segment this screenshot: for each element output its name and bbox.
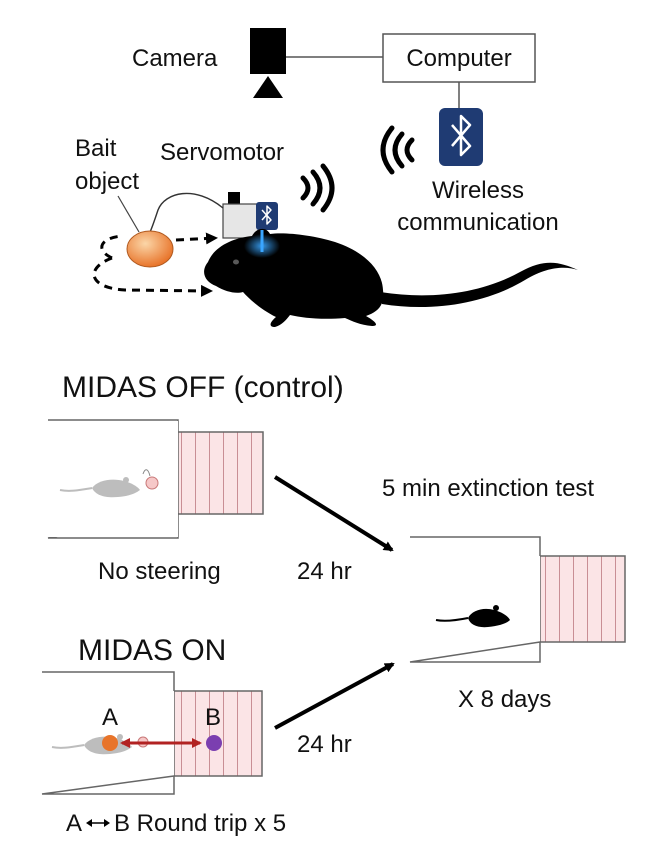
midas-on-title: MIDAS ON xyxy=(78,634,226,667)
wireless-label-line2: communication xyxy=(397,209,558,236)
midas-off-delay: 24 hr xyxy=(297,558,352,585)
bait-label-line1: Bait xyxy=(75,135,117,162)
midas-on-delay: 24 hr xyxy=(297,731,352,758)
arrow-on-to-test xyxy=(274,662,395,730)
test-arena xyxy=(409,536,626,663)
test-repeat: X 8 days xyxy=(458,686,551,713)
wireless-waves-right-icon xyxy=(300,163,335,213)
wireless-waves-left-icon xyxy=(380,125,415,175)
midas-on-arena xyxy=(41,671,263,795)
computer-label: Computer xyxy=(406,45,511,72)
dashed-arrow-top xyxy=(175,232,218,245)
point-b-marker xyxy=(206,735,222,751)
round-trip-caption-a: A xyxy=(66,810,82,837)
bait-string xyxy=(149,192,224,233)
midas-off-caption: No steering xyxy=(98,558,221,585)
bluetooth-small-icon xyxy=(256,202,278,230)
camera-label: Camera xyxy=(132,45,218,72)
bait-object xyxy=(126,230,174,268)
point-a-marker xyxy=(102,735,118,751)
test-mouse xyxy=(435,605,510,628)
arrow-off-to-test xyxy=(273,475,394,552)
bait-leader-line xyxy=(117,195,140,233)
point-b-label: B xyxy=(205,704,221,731)
midas-off-title: MIDAS OFF (control) xyxy=(62,371,344,404)
bait-label-line2: object xyxy=(75,168,139,195)
dashed-arrow-lower xyxy=(92,256,213,297)
double-arrow-icon xyxy=(86,819,110,827)
point-a-label: A xyxy=(102,704,118,731)
dashed-arrow-upper xyxy=(100,234,123,260)
test-title: 5 min extinction test xyxy=(382,475,594,502)
bluetooth-icon xyxy=(439,108,483,166)
round-trip-caption-rest: B Round trip x 5 xyxy=(114,810,286,837)
midas-off-bait xyxy=(142,469,159,490)
camera-icon xyxy=(250,28,286,98)
servomotor-label: Servomotor xyxy=(160,139,284,166)
midas-off-mouse xyxy=(59,477,140,498)
wireless-label-line1: Wireless xyxy=(432,177,524,204)
mouse-silhouette xyxy=(204,228,578,327)
servomotor-icon xyxy=(222,192,262,239)
